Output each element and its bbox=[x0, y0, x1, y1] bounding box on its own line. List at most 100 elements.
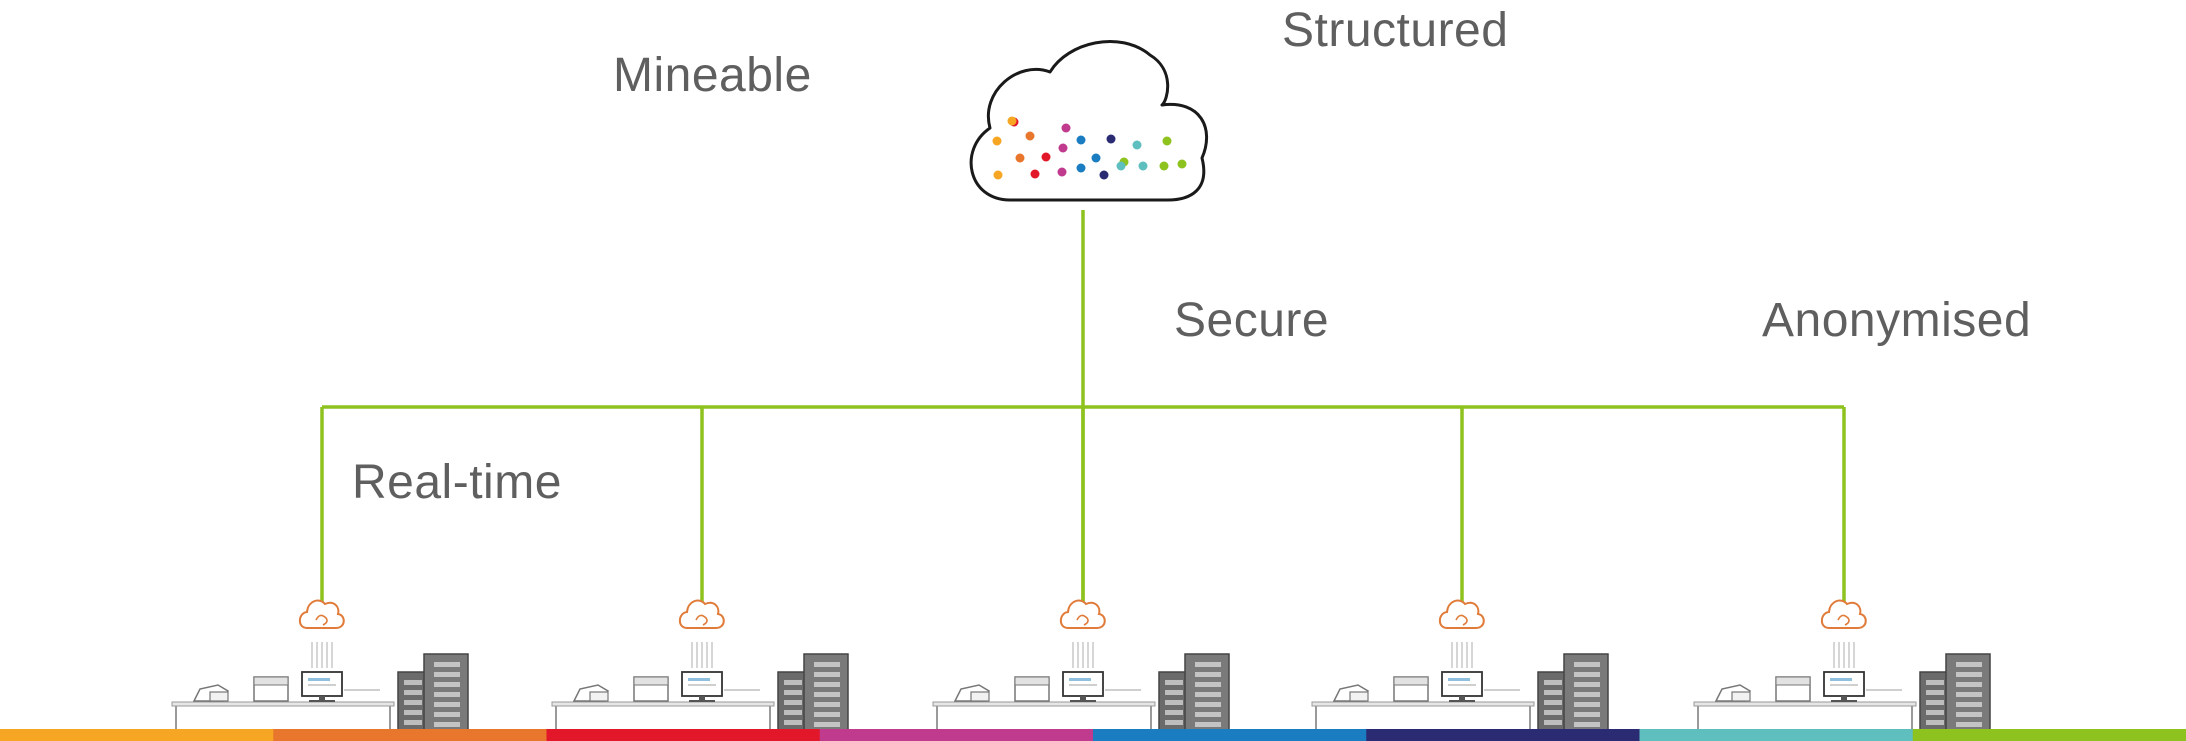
monitor-screen-line bbox=[308, 678, 330, 681]
server-slot bbox=[1165, 700, 1183, 705]
cloud-dot bbox=[1007, 116, 1017, 126]
server-slot bbox=[814, 712, 840, 717]
server-slot bbox=[1926, 700, 1944, 705]
server-slot bbox=[434, 672, 460, 677]
server-slot bbox=[784, 720, 802, 725]
color-bar-segment bbox=[273, 729, 548, 741]
analyser-lid bbox=[1014, 676, 1050, 686]
lab-sites bbox=[0, 0, 1991, 735]
bottom-color-bar bbox=[0, 729, 2186, 741]
color-bar-segment bbox=[1366, 729, 1641, 741]
color-bar-segment bbox=[819, 729, 1094, 741]
analyser-lid bbox=[633, 676, 669, 686]
server-slot bbox=[434, 682, 460, 687]
monitor-screen-line bbox=[1830, 678, 1852, 681]
color-bar-segment bbox=[0, 729, 275, 741]
cloud-dot bbox=[1057, 167, 1067, 177]
lab-bench-top bbox=[551, 701, 775, 707]
color-bar-segment bbox=[1912, 729, 2186, 741]
small-cloud-shape-hidden bbox=[0, 0, 1845, 628]
instrument-base bbox=[1349, 691, 1369, 702]
monitor-base bbox=[1070, 700, 1096, 702]
server-slot bbox=[814, 662, 840, 667]
cloud-dot bbox=[1116, 161, 1126, 171]
sync-glyph bbox=[315, 614, 328, 626]
sync-glyph bbox=[695, 614, 708, 626]
server-slot bbox=[814, 692, 840, 697]
server-slot bbox=[434, 722, 460, 727]
label-secure: Secure bbox=[1174, 294, 1330, 347]
monitor-screen-line bbox=[308, 684, 336, 686]
lab-bench-top bbox=[171, 701, 395, 707]
server-slot bbox=[1195, 672, 1221, 677]
server-slot bbox=[1956, 662, 1982, 667]
server-slot bbox=[434, 702, 460, 707]
cloud-dot bbox=[1099, 170, 1109, 180]
cloud-dot bbox=[1041, 152, 1051, 162]
server-slot bbox=[1165, 710, 1183, 715]
server-slot bbox=[784, 690, 802, 695]
server-slot bbox=[814, 682, 840, 687]
monitor-screen-line bbox=[1448, 678, 1470, 681]
lab-site bbox=[0, 0, 1991, 735]
small-cloud-shape-hidden bbox=[0, 0, 1084, 628]
cloud-dot bbox=[1162, 136, 1172, 146]
monitor-base bbox=[1449, 700, 1475, 702]
server-slot bbox=[784, 710, 802, 715]
server-slot bbox=[1926, 710, 1944, 715]
cloud-dot bbox=[1030, 169, 1040, 179]
cloud-dot bbox=[1177, 159, 1187, 169]
server-slot bbox=[1926, 690, 1944, 695]
cloud-dot bbox=[1132, 140, 1142, 150]
cloud-dot bbox=[1091, 153, 1101, 163]
server-slot bbox=[1195, 702, 1221, 707]
server-slot bbox=[1195, 662, 1221, 667]
cloud-dot bbox=[1025, 131, 1035, 141]
analyser-lid bbox=[253, 676, 289, 686]
server-slot bbox=[1195, 682, 1221, 687]
small-cloud-icon bbox=[1820, 599, 1867, 629]
label-anonymised: Anonymised bbox=[1762, 294, 2032, 347]
server-slot bbox=[1574, 722, 1600, 727]
server-slot bbox=[1956, 682, 1982, 687]
small-cloud-icon bbox=[1438, 599, 1485, 629]
cloud-dot bbox=[1058, 143, 1068, 153]
server-slot bbox=[1956, 702, 1982, 707]
small-cloud-icon bbox=[298, 599, 345, 629]
cloud-dot bbox=[992, 136, 1002, 146]
server-slot bbox=[1195, 722, 1221, 727]
server-slot bbox=[1544, 720, 1562, 725]
server-slot bbox=[784, 700, 802, 705]
lab-bench-top bbox=[932, 701, 1156, 707]
monitor-screen-line bbox=[688, 678, 710, 681]
server-slot bbox=[404, 710, 422, 715]
server-slot bbox=[1544, 680, 1562, 685]
analyser-lid bbox=[1775, 676, 1811, 686]
server-slot bbox=[1165, 680, 1183, 685]
server-slot bbox=[404, 690, 422, 695]
cloud-dot bbox=[1076, 135, 1086, 145]
server-slot bbox=[404, 680, 422, 685]
cloud-dot bbox=[1138, 161, 1148, 171]
small-cloud-icon bbox=[678, 599, 725, 629]
sync-glyph bbox=[1076, 614, 1089, 626]
color-bar-segment bbox=[1093, 729, 1368, 741]
server-slot bbox=[1195, 692, 1221, 697]
cloud-dot bbox=[1159, 161, 1169, 171]
label-real-time: Real-time bbox=[352, 456, 562, 509]
server-slot bbox=[1956, 692, 1982, 697]
cloud-dot bbox=[993, 170, 1003, 180]
lab-site bbox=[1311, 407, 1609, 735]
monitor-screen-line bbox=[1069, 684, 1097, 686]
server-slot bbox=[404, 700, 422, 705]
lab-site bbox=[551, 407, 849, 735]
server-slot bbox=[1926, 720, 1944, 725]
server-slot bbox=[814, 672, 840, 677]
server-slot bbox=[404, 720, 422, 725]
server-slot bbox=[1165, 720, 1183, 725]
label-mineable: Mineable bbox=[613, 49, 812, 102]
cloud-dot bbox=[1061, 123, 1071, 133]
cloud-data-dots bbox=[992, 116, 1187, 180]
cloud-dot bbox=[1106, 134, 1116, 144]
monitor-stand bbox=[1459, 696, 1465, 701]
